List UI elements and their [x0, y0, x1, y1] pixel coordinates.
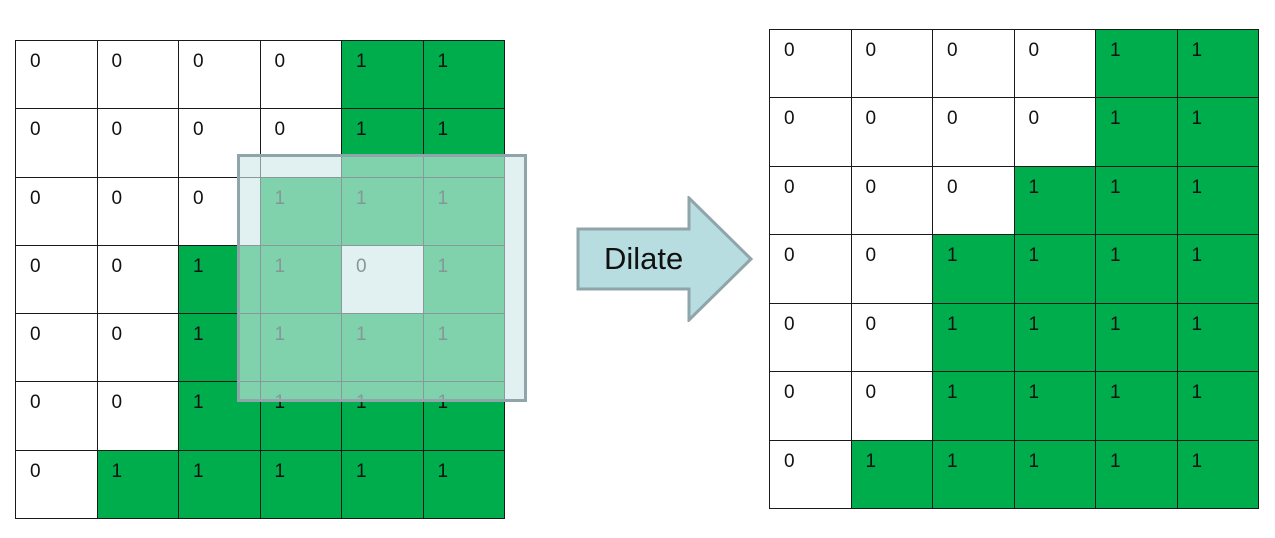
grid-cell: 0: [97, 245, 179, 315]
grid-cell: 0: [851, 372, 933, 441]
grid-cell: 1: [342, 450, 424, 519]
grid-cell: 0: [851, 30, 933, 99]
grid-cell: 0: [933, 98, 1015, 167]
grid-cell: 1: [1014, 440, 1096, 509]
grid-cell: 1: [1177, 98, 1259, 167]
grid-cell: 0: [933, 30, 1015, 99]
grid-cell: 1: [260, 450, 342, 519]
grid-cell: 1: [1096, 166, 1178, 236]
dilate-arrow-icon: [576, 196, 754, 322]
grid-cell: 1: [933, 303, 1015, 373]
grid-cell: 0: [97, 109, 179, 178]
grid-cell: 1: [1096, 440, 1178, 509]
grid-cell: 0: [260, 41, 342, 110]
grid-cell: 0: [1014, 30, 1096, 99]
grid-cell: 0: [770, 303, 852, 373]
grid-cell: 0: [179, 41, 261, 110]
grid-cell: 0: [97, 314, 179, 383]
grid-cell: 0: [16, 177, 98, 246]
dilate-label: Dilate: [604, 241, 684, 276]
grid-cell: 1: [1096, 303, 1178, 373]
grid-cell: 0: [1014, 98, 1096, 167]
grid-cell: 1: [1177, 440, 1259, 509]
grid-cell: 1: [1014, 235, 1096, 304]
grid-cell: 1: [423, 450, 505, 519]
grid-cell: 0: [770, 440, 852, 509]
grid-cell: 1: [1177, 30, 1259, 99]
grid-cell: 1: [1014, 166, 1096, 236]
grid-cell: 1: [1096, 235, 1178, 304]
grid-cell: 0: [851, 235, 933, 304]
grid-cell: 0: [16, 314, 98, 383]
grid-cell: 0: [97, 41, 179, 110]
grid-cell: 0: [16, 109, 98, 178]
grid-cell: 1: [1177, 166, 1259, 236]
grid-cell: 0: [770, 30, 852, 99]
grid-cell: 0: [16, 450, 98, 519]
grid-cell: 0: [97, 382, 179, 451]
grid-cell: 0: [770, 372, 852, 441]
grid-cell: 1: [1014, 372, 1096, 441]
grid-cell: 1: [851, 440, 933, 509]
grid-cell: 1: [97, 450, 179, 519]
grid-cell: 0: [933, 166, 1015, 236]
grid-cell: 1: [179, 450, 261, 519]
grid-cell: 1: [933, 235, 1015, 304]
grid-cell: 0: [16, 245, 98, 315]
grid-cell: 0: [770, 166, 852, 236]
grid-cell: 1: [423, 41, 505, 110]
grid-cell: 0: [851, 98, 933, 167]
grid-cell: 1: [1177, 235, 1259, 304]
grid-cell: 1: [1177, 372, 1259, 441]
grid-cell: 0: [770, 98, 852, 167]
grid-cell: 1: [1096, 98, 1178, 167]
grid-cell: 0: [16, 382, 98, 451]
kernel-window: [237, 154, 527, 402]
grid-cell: 0: [770, 235, 852, 304]
grid-cell: 0: [16, 41, 98, 110]
grid-cell: 1: [342, 41, 424, 110]
grid-cell: 1: [1096, 30, 1178, 99]
grid-cell: 1: [1096, 372, 1178, 441]
grid-cell: 0: [97, 177, 179, 246]
grid-cell: 1: [1014, 303, 1096, 373]
grid-cell: 1: [1177, 303, 1259, 373]
grid-cell: 1: [933, 372, 1015, 441]
grid-cell: 0: [851, 303, 933, 373]
grid-cell: 0: [851, 166, 933, 236]
grid-cell: 1: [933, 440, 1015, 509]
